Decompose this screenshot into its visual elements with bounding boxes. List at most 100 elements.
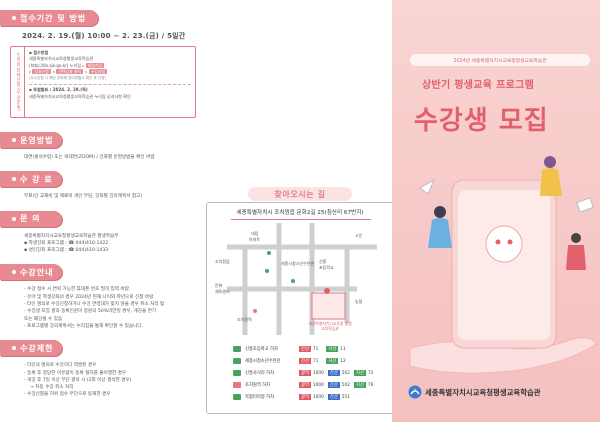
bullet-icon — [12, 138, 16, 142]
person-icon — [571, 233, 581, 243]
person-icon — [434, 206, 446, 218]
destination-label: 세종특별자치시교육청 평생교육학습관 — [308, 321, 352, 331]
announce-line: 세종특별자치시교육청평생교육학습관 누리집 공지사항 확인 — [29, 93, 131, 99]
step-tag: 선택강좌 클릭 — [56, 68, 84, 74]
apply-title: 접수기간 및 방법 — [20, 13, 87, 23]
guide-line: - 수강 접수 시 연락 가능한 휴대폰 번호 필히 입력 바람 — [24, 287, 130, 293]
guide-line: - 수강생 모집 결과 등록인원이 정원의 50%미만일 경우, 개강을 연기 — [24, 309, 157, 315]
robot-icon — [485, 225, 523, 263]
restrict-line: - 등록 후 정당한 이유없이 등록 절차를 불이행한 경우 — [24, 370, 127, 376]
apply-date: 2024. 2. 19.(월) 10:00 ~ 2. 23.(금) / 5일간 — [22, 32, 186, 40]
bus-icon — [233, 370, 241, 376]
person-icon — [544, 156, 556, 168]
bus-stop-icon — [267, 251, 271, 255]
contact-lines: 세종특별자치시교육청평생교육학습관 평생학습부 ▪ 학생강좌 프로그램 : ☎ … — [0, 233, 200, 255]
bullet-icon — [12, 346, 16, 351]
left-column: 접수기간 및 방법 2024. 2. 19.(월) 10:00 ~ 2. 23.… — [0, 0, 200, 422]
pin-icon — [324, 288, 330, 294]
method-line: 세종특별자치시교육청평생교육학습관 — [29, 56, 94, 62]
map-card: 세종특별자치시 조치원읍 문화2길 25(침산리 67번지) — [206, 202, 395, 414]
apply-method-body: ▪ 접수방법 세종특별자치시교육청평생교육학습관 (http://lib.sje… — [25, 47, 195, 117]
org-logo-icon — [408, 385, 422, 399]
bus-icon — [233, 358, 241, 364]
method-note: (우수신청 시 해당 강좌에 강여개월시 확인 후 신청) — [29, 76, 106, 81]
contact-line: 세종특별자치시교육청평생교육학습관 평생학습부 — [24, 233, 119, 239]
landmark-label: 조치원역 — [237, 317, 252, 322]
guide-line: - 유아 및 학생강좌의 경우 2024년 현재 나이와 학년으로 신청 바람 — [24, 294, 154, 300]
book-icon — [576, 197, 594, 213]
apply-header: 접수기간 및 방법 — [0, 10, 98, 26]
year-pill: 2024년 세종특별자치시교육청평생교육학습관 — [410, 54, 590, 66]
method-label: ▪ 접수방법 — [29, 50, 49, 55]
middle-column: 찾아오시는 길 세종특별자치시 조치원읍 문화2길 25(침산리 67번지) — [200, 0, 400, 422]
ops-text: 대면(출석수업) 또는 비대면(ZOOM) / 강좌별 운영방법을 확인 바람 — [24, 155, 155, 160]
arrow-icon: ▸ — [82, 62, 85, 68]
restrict-line: - 수강신청을 허위 접수 무단으로 등재한 경우 — [24, 392, 111, 398]
location-map — [207, 223, 395, 335]
train-icon — [233, 382, 241, 388]
map-title: 찾아오시는 길 — [274, 189, 326, 199]
arrow-icon: ▸ — [29, 68, 32, 74]
landmark-label: 조치원읍 — [215, 259, 230, 264]
bus-stop-icon — [291, 279, 295, 283]
contact-line: ▪ 성인강좌 프로그램 : ☎ 044)410-1433 — [24, 248, 109, 254]
bullet-icon — [12, 216, 16, 221]
fee-text: 무료(단 교재비 및 재료비 개인 부담, 강좌별 강의계획서 참고) — [24, 194, 143, 200]
cover-column: 2024년 세종특별자치시교육청평생교육학습관 상반기 평생교육 프로그램 수강… — [392, 0, 600, 422]
cover-subtitle: 상반기 평생교육 프로그램 — [422, 80, 535, 91]
method-line: (http://lib.sje.go.kr) 누리집 ▸ 회원가입 — [29, 62, 105, 68]
guide-line: 또는 폐강될 수 있음 — [24, 316, 63, 322]
landmark-label: 문화 — [215, 283, 223, 288]
method-steps: ▸ 강좌신청 ▸ 선택강좌 클릭 ▸ 수강신청 — [29, 68, 191, 75]
restrict-header: 수강제한 — [0, 340, 62, 357]
announce-label: ▪ 추첨발표 : 2024. 2. 29.(목) — [29, 87, 88, 93]
guide-line: - 타인 명의로 수강신청하거나 수강 연령대가 맞지 않을 경우 취소 처리 … — [24, 302, 165, 308]
org-name: 세종특별자치시교육청평생교육학습관 — [425, 387, 541, 397]
guide-line: - 프로그램별 강의계획서는 누리집을 통해 확인할 수 있습니다. — [24, 323, 143, 329]
contact-line: ▪ 학생강좌 프로그램 : ☎ 044)410-1422 — [24, 240, 109, 246]
map-title-pill: 찾아오시는 길 — [248, 187, 352, 201]
landmark-label: 농협 — [355, 299, 363, 304]
map-address: 세종특별자치시 조치원읍 문화2길 25(침산리 67번지) — [236, 210, 364, 216]
bus-stop-icon — [265, 269, 269, 273]
bullet-icon — [12, 270, 16, 275]
restrict-line: → 자동 수강 취소 처리 — [30, 385, 74, 391]
fee-header: 수 강 료 — [0, 171, 62, 188]
arrow-icon: ▸ — [53, 68, 56, 74]
guide-header: 수강안내 — [0, 264, 62, 281]
restrict-lines: - 타인의 명의로 수강하다 적발된 경우 - 등록 후 정당한 이유없이 등록… — [0, 362, 200, 398]
landmark-label: 대림 — [251, 231, 259, 236]
landmark-label: 아파트 — [249, 237, 261, 242]
bus-icon — [233, 394, 241, 400]
bullet-icon — [12, 16, 16, 20]
apply-method-box: 누리집 강좌신청 (우선순위) ▪ 접수방법 세종특별자치시교육청평생교육학습관… — [10, 46, 196, 118]
apply-side-label: 누리집 강좌신청 (우선순위) — [11, 47, 25, 117]
guide-lines: - 수강 접수 시 연락 가능한 휴대폰 번호 필히 입력 바람 - 유아 및 … — [0, 286, 200, 330]
step-tag: 회원가입 — [85, 62, 105, 68]
step-tag: 수강신청 — [88, 68, 108, 74]
ops-header: 운영방법 — [0, 132, 62, 148]
station-icon — [253, 309, 257, 313]
contact-header: 문 의 — [0, 210, 62, 227]
org-footer: 세종특별자치시교육청평생교육학습관 — [408, 384, 594, 400]
bullet-icon — [12, 177, 16, 182]
cover-illustration — [409, 156, 597, 374]
step-tag: 강좌신청 — [32, 68, 51, 74]
paper-plane-icon — [419, 178, 436, 195]
cover-title: 수강생 모집 — [414, 106, 549, 136]
bus-icon — [233, 346, 241, 352]
landmark-label: 초등학교 — [319, 265, 334, 270]
landmark-label: 신흥 — [319, 259, 327, 264]
landmark-label: 체육센터 — [215, 289, 230, 294]
landmark-label: 고운 — [355, 233, 363, 238]
arrow-icon: ▸ — [85, 68, 88, 74]
restrict-line: - 타인의 명의로 수강하다 적발된 경우 — [24, 363, 97, 369]
restrict-line: - 개강 후 7일 이상 무단 결석 시 (2회 이상 결석한 경우) — [24, 377, 132, 383]
